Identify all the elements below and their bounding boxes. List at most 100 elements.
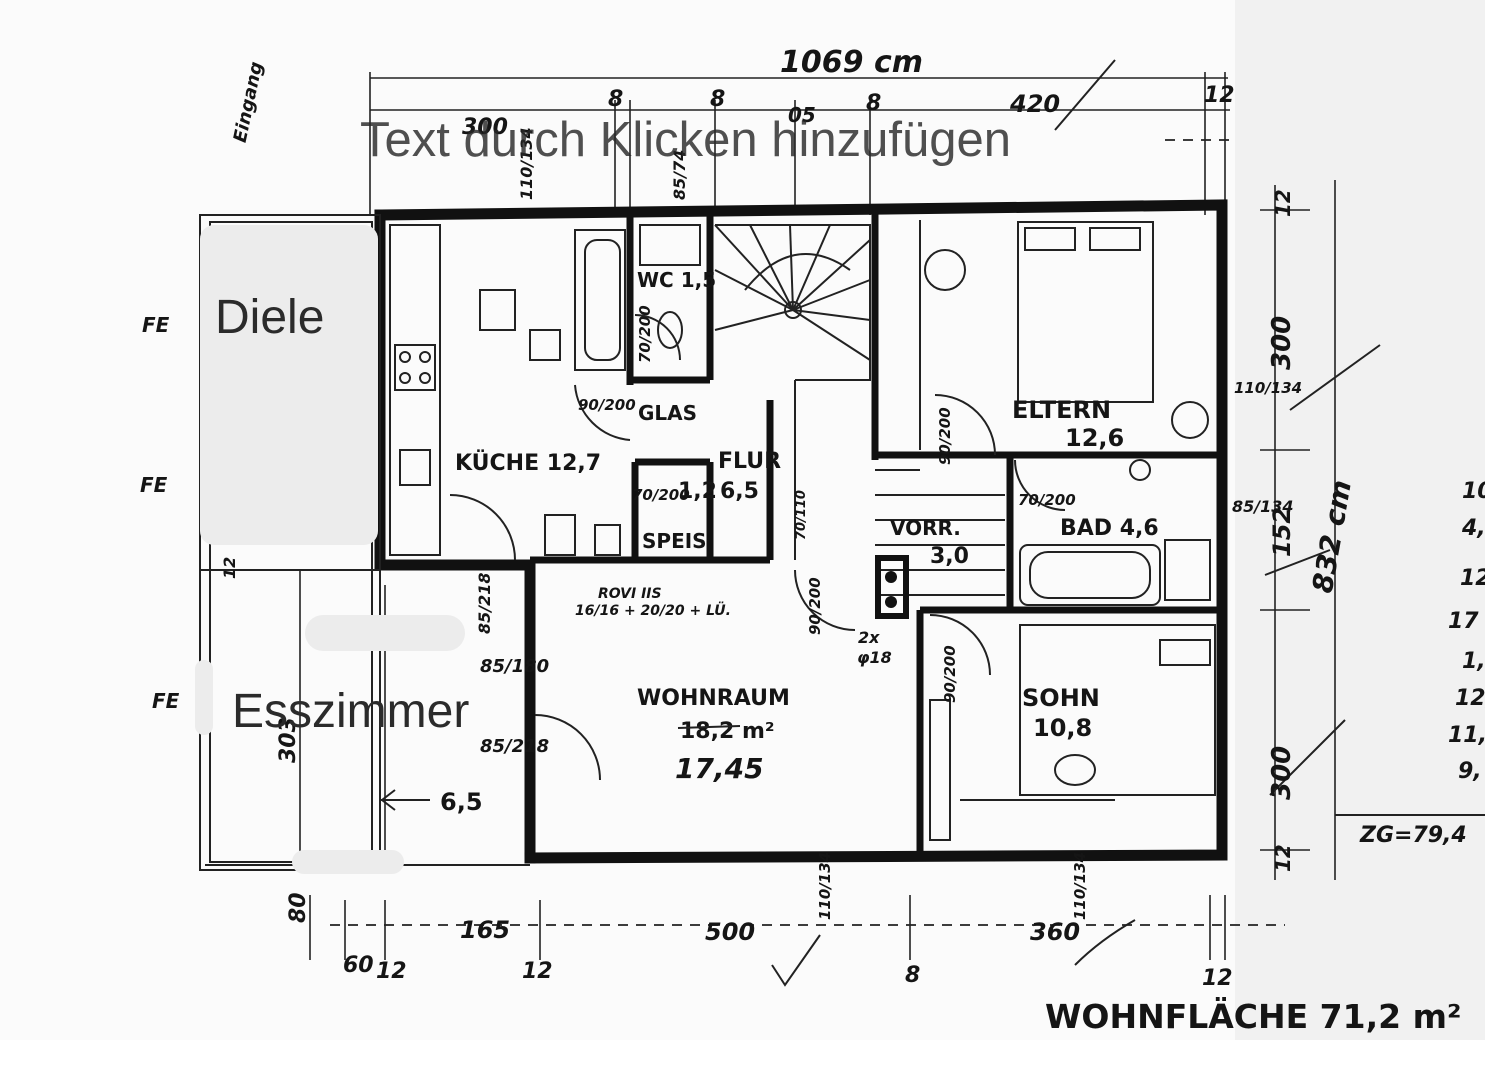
vent-note-2: 16/16 + 20/20 + LÜ. <box>575 601 731 619</box>
room-vorr-area: 3,0 <box>930 544 969 569</box>
dim-top-300: 300 <box>462 115 508 140</box>
dim-right-152: 152 <box>1268 507 1296 557</box>
door-85-74: 85/74 <box>670 150 689 200</box>
room-glas-label: GLAS <box>638 401 697 425</box>
bath-fixtures <box>1019 401 1211 606</box>
door-85-218-b: 85/218 <box>480 736 549 757</box>
room-wohnraum-area-old: 18,2 m² <box>680 719 775 744</box>
scan-shading <box>1235 0 1485 1040</box>
door-90-200-wohn: 90/200 <box>806 577 824 635</box>
vent-note-1: ROVI IIS <box>598 586 662 602</box>
wc-fixtures <box>639 224 701 349</box>
spiral-staircase <box>714 224 1005 596</box>
margin-note-2: 4, <box>1461 516 1485 541</box>
whiteout-diele <box>200 225 378 545</box>
room-wc-label: WC 1,5 <box>637 268 716 292</box>
chimney-note-1: 2x <box>858 628 880 647</box>
whiteout-dining-bottom <box>292 850 404 874</box>
fe-label-1: FE <box>142 313 170 337</box>
door-70-200-speis: 70/200 <box>632 486 690 504</box>
top-dimension-lines <box>369 59 1230 215</box>
dim-left-303: 303 <box>276 717 301 763</box>
room-flur-label: FLUR <box>718 449 781 474</box>
scan-bottom-margin <box>0 1040 1485 1080</box>
margin-note-8: 9, <box>1458 759 1482 784</box>
overlay-label-diele[interactable]: Diele <box>215 291 325 344</box>
dim-bottom-8: 8 <box>905 963 920 988</box>
dim-bottom-60: 60 <box>343 953 374 978</box>
door-110-134-c: 110/134 <box>1071 852 1089 920</box>
kitchen-fixtures <box>389 224 626 556</box>
room-flur-area: 6,5 <box>720 479 759 504</box>
dim-left-12: 12 <box>220 557 239 579</box>
room-vorr-label: VORR. <box>890 516 961 540</box>
door-70-200-wc: 70/200 <box>636 305 654 363</box>
door-70-200-bad: 70/200 <box>1018 491 1076 509</box>
fe-label-2: FE <box>140 473 168 497</box>
dim-right-300b: 300 <box>1267 746 1297 800</box>
chimney <box>875 555 909 619</box>
room-bad-label: BAD 4,6 <box>1060 516 1159 541</box>
room-kueche-label: KÜCHE 12,7 <box>455 450 601 476</box>
fe-label-3: FE <box>152 689 180 713</box>
door-85-134: 85/134 <box>1232 497 1294 516</box>
bedroom-furniture <box>919 220 1154 450</box>
dim-top-05: 05 <box>788 103 816 127</box>
room-sohn-area: 10,8 <box>1033 714 1092 742</box>
overlay-label-esszimmer[interactable]: Esszimmer <box>232 685 470 738</box>
vertical-70-110: 70/110 <box>794 490 809 540</box>
chimney-note-2: φ18 <box>857 648 892 667</box>
dim-bottom-360: 360 <box>1030 918 1080 946</box>
living-area-total: WOHNFLÄCHE 71,2 m² <box>1045 996 1461 1036</box>
marker-arrow-head <box>380 789 396 811</box>
margin-notes: 10 4, 12, 17 1, 12, 11,6 9, <box>1448 479 1485 784</box>
bottom-dimension-lines <box>309 895 1285 987</box>
dim-bottom-500: 500 <box>705 918 755 946</box>
room-eltern-label: ELTERN <box>1012 396 1111 424</box>
door-90-200-eltern: 90/200 <box>936 407 954 465</box>
door-90-200-sohn: 90/200 <box>941 645 959 703</box>
door-85-180: 85/180 <box>480 656 549 677</box>
door-90-200-glas: 90/200 <box>578 396 636 414</box>
zg-note: ZG=79,4 <box>1359 823 1467 848</box>
dim-top-8c: 8 <box>866 91 881 116</box>
margin-note-6: 12, <box>1455 686 1485 711</box>
son-room-furniture <box>929 624 1216 841</box>
door-85-218-a: 85/218 <box>475 572 494 634</box>
margin-note-7: 11,6 <box>1448 723 1485 748</box>
click-to-add-text-placeholder[interactable]: Text durch Klicken hinzufügen <box>360 113 1011 167</box>
dim-right-12: 12 <box>1271 189 1295 217</box>
door-110-134-b: 110/134 <box>816 852 834 920</box>
whiteout-window-left <box>195 660 213 735</box>
room-speis-label: SPEIS <box>642 529 707 553</box>
margin-note-1: 10 <box>1462 479 1485 504</box>
dim-top-8a: 8 <box>608 87 623 112</box>
whiteout-dining-top <box>305 615 465 651</box>
dim-bottom-165: 165 <box>460 916 510 944</box>
margin-note-5: 1, <box>1462 649 1485 674</box>
margin-note-4: 17 <box>1448 609 1479 634</box>
dim-top-12: 12 <box>1204 83 1235 108</box>
room-wohnraum-area-new: 17,45 <box>675 752 764 785</box>
room-wohnraum-label: WOHNRAUM <box>637 686 790 711</box>
room-speis-area: 1,2 <box>678 479 717 504</box>
door-110-134-eltern: 110/134 <box>1234 379 1302 397</box>
room-sohn-label: SOHN <box>1022 684 1100 712</box>
total-width-label: 1069 cm <box>780 45 923 80</box>
dim-bottom-12b: 12 <box>522 959 553 984</box>
interior-walls <box>530 210 1222 858</box>
door-110-134-a: 110/134 <box>517 127 536 200</box>
right-dimension-lines <box>1260 180 1381 880</box>
dim-bottom-12a: 12 <box>376 959 407 984</box>
dim-right-12b: 12 <box>1271 844 1295 872</box>
dim-top-8b: 8 <box>710 87 725 112</box>
door-swings <box>449 314 1066 781</box>
room-eltern-area: 12,6 <box>1065 424 1124 452</box>
dim-right-300a: 300 <box>1267 316 1297 370</box>
dim-bottom-12c: 12 <box>1202 966 1233 991</box>
margin-note-3: 12, <box>1460 566 1485 591</box>
dim-left-80: 80 <box>286 892 311 923</box>
dim-top-420: 420 <box>1009 90 1060 118</box>
strikethrough-old-area <box>677 725 741 729</box>
